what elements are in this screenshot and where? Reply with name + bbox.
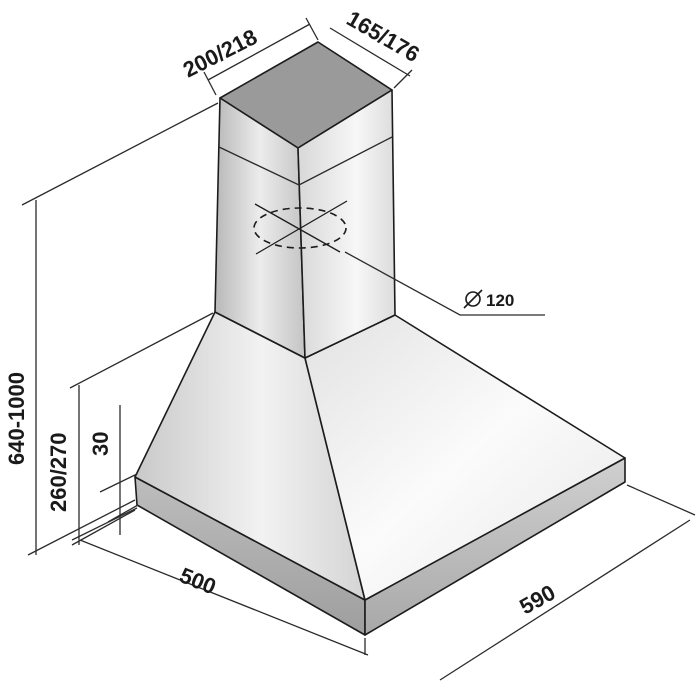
outlet-hole xyxy=(253,207,347,249)
duct-seam xyxy=(218,136,393,186)
dim-duct-width-ext-1 xyxy=(203,71,217,96)
hood-body xyxy=(134,311,626,636)
dim-depth-ext-left xyxy=(71,507,138,541)
dim-duct-width-ext-2 xyxy=(305,17,319,41)
label-body-height: 260/270 xyxy=(46,432,71,512)
dimension-lines xyxy=(21,17,696,681)
dim-duct-depth-ext xyxy=(393,69,413,89)
diameter-symbol-icon xyxy=(465,291,481,307)
dim-width-ext-right xyxy=(626,484,696,516)
dim-total-height-ext-bottom xyxy=(27,499,136,556)
label-outlet-diameter-group: 120 xyxy=(463,289,514,310)
label-depth: 500 xyxy=(176,562,219,599)
diameter-symbol-slash xyxy=(463,289,483,309)
dim-rim-height-ext-top xyxy=(99,473,138,493)
dim-body-height-ext-top xyxy=(69,312,214,389)
label-total-height: 640-1000 xyxy=(4,372,29,465)
duct-right-face xyxy=(297,89,396,359)
label-outlet-diameter: 120 xyxy=(486,291,514,310)
label-duct-depth: 165/176 xyxy=(343,6,424,67)
chimney-duct xyxy=(214,41,396,359)
dim-depth-line xyxy=(79,539,369,656)
dim-duct-depth-line xyxy=(329,27,411,77)
outlet-cross-line-1 xyxy=(254,203,341,253)
outlet-cross-line-2 xyxy=(255,200,348,255)
dim-total-height-ext-top xyxy=(21,102,219,206)
dim-diameter-leader xyxy=(344,251,545,316)
label-width: 590 xyxy=(515,580,559,620)
label-rim-height: 30 xyxy=(88,432,113,456)
dim-width-line xyxy=(439,519,691,681)
dim-body-height-ext-bottom xyxy=(71,509,136,546)
dim-duct-width-line xyxy=(207,23,311,81)
